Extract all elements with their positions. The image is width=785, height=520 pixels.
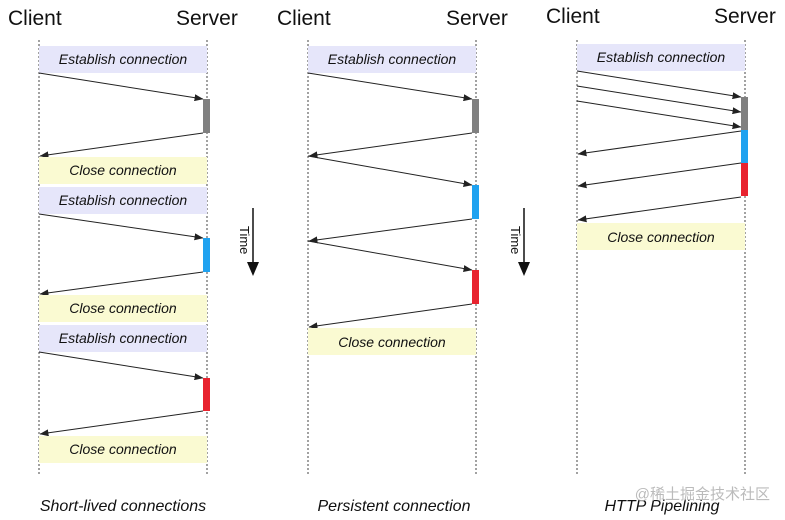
close-connection-label: Close connection (338, 334, 446, 350)
caption-pipelining: HTTP Pipelining (604, 498, 719, 515)
server-processing-bar (203, 99, 210, 133)
close-connection-box (39, 157, 207, 184)
establish-connection-box (39, 46, 207, 73)
server-processing-bar (741, 130, 748, 163)
establish-connection-label: Establish connection (328, 51, 457, 67)
establish-connection-box (577, 44, 745, 71)
establish-connection-label: Establish connection (59, 51, 188, 67)
response-arrow (577, 196, 742, 223)
close-connection-label: Close connection (607, 229, 715, 245)
server-header: Server (714, 5, 776, 28)
request-arrow (38, 213, 204, 241)
request-arrow (38, 351, 204, 381)
establish-connection-box (308, 46, 476, 73)
panel-short-lived: Client Server Establish connection Close… (8, 7, 238, 515)
server-processing-bar (741, 163, 748, 196)
response-arrow (577, 130, 742, 157)
time-arrow-1: Time (237, 208, 259, 276)
request-arrow (576, 70, 742, 100)
server-header: Server (446, 7, 508, 30)
server-processing-bar (472, 99, 479, 133)
caption-persistent: Persistent connection (318, 498, 471, 515)
response-arrow (39, 410, 204, 437)
server-header: Server (176, 7, 238, 30)
watermark: @稀土掘金技术社区 (635, 486, 770, 503)
request-arrow (576, 85, 742, 115)
panel-persistent: Client Server Establish connection Close… (277, 7, 508, 515)
server-processing-bar (203, 378, 210, 411)
establish-connection-label: Establish connection (59, 192, 188, 208)
time-arrowhead (518, 262, 530, 276)
establish-connection-box (39, 325, 207, 352)
request-arrow (38, 72, 204, 102)
client-header: Client (546, 5, 600, 28)
time-arrowhead (247, 262, 259, 276)
close-connection-box (39, 436, 207, 463)
response-arrow (308, 303, 473, 330)
close-connection-box (577, 223, 745, 250)
response-arrow (308, 218, 473, 244)
server-processing-bar (472, 270, 479, 304)
client-header: Client (8, 7, 62, 30)
time-arrow-2: Time (508, 208, 530, 276)
server-processing-bar (203, 238, 210, 272)
time-label: Time (508, 226, 523, 254)
caption-short-lived: Short-lived connections (40, 498, 206, 515)
server-processing-bar (741, 97, 748, 130)
establish-connection-box (39, 187, 207, 214)
close-connection-box (39, 295, 207, 322)
close-connection-label: Close connection (69, 441, 177, 457)
request-arrow (307, 72, 473, 102)
time-label: Time (237, 226, 252, 254)
close-connection-box (308, 328, 476, 355)
response-arrow (39, 132, 204, 159)
close-connection-label: Close connection (69, 162, 177, 178)
response-arrow (308, 132, 473, 159)
request-arrow (576, 100, 742, 130)
response-arrow (39, 271, 204, 297)
establish-connection-label: Establish connection (597, 49, 726, 65)
client-header: Client (277, 7, 331, 30)
panel-pipelining: Client Server Establish connection Close… (546, 5, 776, 515)
request-arrow (307, 240, 473, 272)
close-connection-label: Close connection (69, 300, 177, 316)
establish-connection-label: Establish connection (59, 330, 188, 346)
request-arrow (307, 155, 473, 187)
response-arrow (577, 162, 742, 189)
server-processing-bar (472, 185, 479, 219)
